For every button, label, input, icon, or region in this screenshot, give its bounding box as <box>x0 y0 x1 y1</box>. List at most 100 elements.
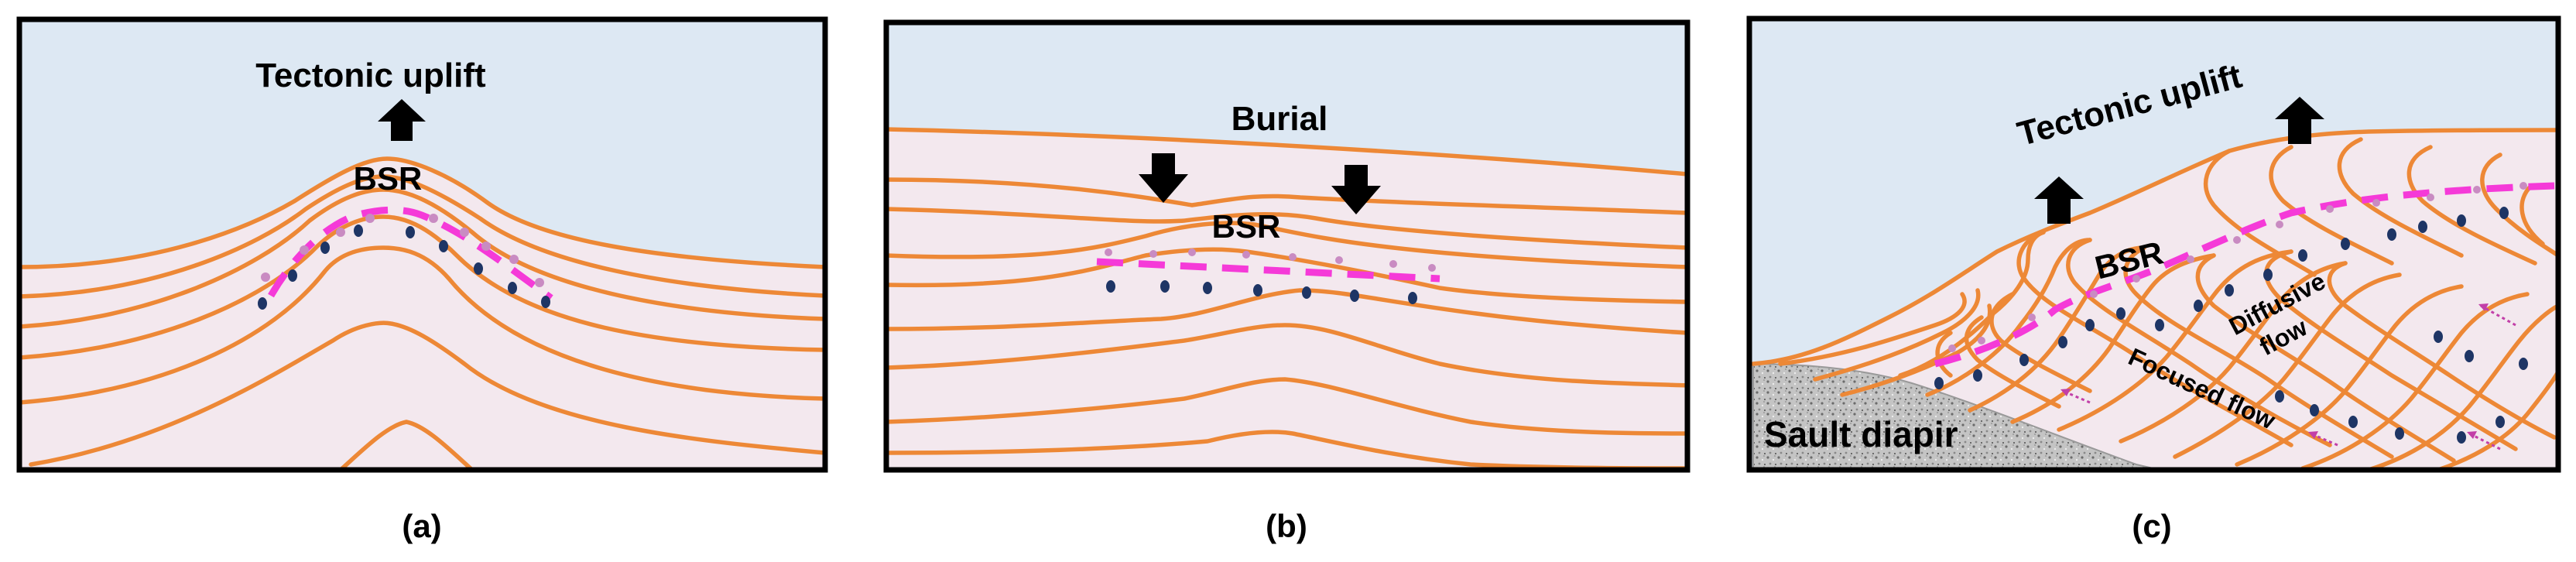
hydrate-dot-pink <box>261 272 270 282</box>
panel-a-title: Tectonic uplift <box>255 57 486 94</box>
hydrate-dot-pink <box>2326 205 2334 213</box>
panel-c-flow-arrows <box>2062 304 2516 470</box>
hydrate-dot-blue <box>2263 269 2273 281</box>
panel-c-frame <box>1746 15 2561 473</box>
panel-a-uplift-arrow <box>378 99 426 141</box>
panel-b-frame <box>883 19 1690 473</box>
hydrate-dot-blue <box>258 297 267 310</box>
panel-b-title: Burial <box>1231 100 1328 138</box>
hydrate-dot-pink <box>429 214 438 223</box>
hydrate-dot-blue <box>2496 416 2505 428</box>
hydrate-dot-pink <box>2372 199 2380 207</box>
hydrate-dot-blue <box>1106 280 1115 293</box>
panel-c: Tectonic uplift BSR Diffusive flow Focus… <box>1746 15 2561 544</box>
hydrate-dot-pink <box>1978 337 1985 344</box>
hydrate-dot-blue <box>2298 249 2307 262</box>
hydrate-dot-pink <box>1105 248 1112 256</box>
panel-a-bsr-label: BSR <box>354 160 423 197</box>
hydrate-dot-pink <box>336 228 345 237</box>
panel-a-caption: (a) <box>402 508 441 544</box>
hydrate-dot-blue <box>541 296 550 308</box>
panel-a: Tectonic uplift BSR (a) <box>16 16 828 544</box>
hydrate-dot-pink <box>460 228 469 237</box>
panel-a-layers <box>19 156 825 470</box>
hydrate-dot-blue <box>2194 300 2203 312</box>
hydrate-dot-pink <box>481 242 491 251</box>
panel-b-burial-arrow-right <box>1331 165 1381 214</box>
panel-c-flow-arrowheads <box>2060 303 2489 439</box>
hydrate-dot-blue <box>2019 354 2029 366</box>
hydrate-dot-blue <box>2348 416 2358 428</box>
panel-c-sediment <box>1753 130 2558 470</box>
hydrate-dot-pink <box>2028 314 2036 321</box>
hydrate-dot-pink <box>300 245 309 255</box>
hydrate-dot-blue <box>1408 292 1417 304</box>
hydrate-dot-blue <box>508 282 517 294</box>
panel-c-salt-label: Sault diapir <box>1764 414 1958 454</box>
hydrate-dot-blue <box>406 226 415 238</box>
hydrate-dot-pink <box>2233 236 2241 244</box>
hydrate-dot-pink <box>1428 264 1436 272</box>
hydrate-dot-blue <box>2275 390 2284 403</box>
hydrate-dot-pink <box>1188 248 1196 256</box>
hydrate-dot-pink <box>2090 290 2098 298</box>
panel-a-hydrate-dots <box>258 214 550 310</box>
panel-b-caption: (b) <box>1266 508 1307 544</box>
panel-a-frame <box>16 16 828 473</box>
hydrate-dot-pink <box>2519 182 2527 190</box>
hydrate-dot-blue <box>2457 431 2466 444</box>
hydrate-dot-blue <box>1934 377 1944 389</box>
hydrate-dot-pink <box>1389 260 1397 268</box>
hydrate-dot-blue <box>1203 282 1212 294</box>
hydrate-dot-pink <box>1242 251 1250 259</box>
hydrate-dot-blue <box>2457 214 2466 227</box>
hydrate-dot-pink <box>2187 255 2194 263</box>
hydrate-dot-blue <box>1973 369 1982 382</box>
panel-c-uplift-arrow-right <box>2275 97 2324 144</box>
panel-b-hydrate-dots <box>1105 248 1436 304</box>
panel-b-layers <box>886 127 1687 470</box>
hydrate-dot-blue <box>2434 331 2443 343</box>
hydrate-dot-blue <box>1350 290 1359 302</box>
hydrate-dot-blue <box>1160 280 1170 293</box>
panel-c-hydrate-dots <box>1934 182 2528 444</box>
hydrate-dot-pink <box>2427 194 2434 201</box>
hydrate-dot-blue <box>2499 207 2509 219</box>
hydrate-dot-blue <box>474 262 483 275</box>
hydrate-dot-pink <box>535 278 544 287</box>
hydrate-dot-pink <box>1335 256 1343 264</box>
hydrate-dot-blue <box>2519 358 2528 370</box>
hydrate-dot-blue <box>2418 221 2427 233</box>
hydrate-dot-blue <box>2395 427 2404 440</box>
panel-b-bsr-line <box>1096 258 1440 283</box>
hydrate-dot-blue <box>2058 336 2067 348</box>
hydrate-dot-pink <box>509 255 519 264</box>
hydrate-dot-pink <box>1948 344 1956 352</box>
panel-c-layers <box>1751 128 2558 470</box>
hydrate-dot-blue <box>2116 307 2126 320</box>
panel-b: Burial BSR (b) <box>883 19 1690 544</box>
hydrate-dot-blue <box>2310 404 2319 416</box>
panel-b-sediment <box>886 129 1687 470</box>
hydrate-dot-blue <box>288 269 297 282</box>
hydrate-dot-blue <box>354 224 363 237</box>
panel-b-bsr-label: BSR <box>1212 208 1281 245</box>
hydrate-dot-blue <box>439 240 448 252</box>
hydrate-dot-blue <box>2465 350 2474 362</box>
panel-a-bsr-line <box>268 206 553 301</box>
hydrate-dot-blue <box>2341 238 2350 250</box>
hydrate-dot-blue <box>1253 284 1262 296</box>
hydrate-dot-blue <box>320 242 330 254</box>
hydrate-dot-pink <box>365 214 375 223</box>
hydrate-dot-blue <box>2085 319 2095 331</box>
hydrate-dot-pink <box>1149 250 1157 258</box>
hydrate-dot-blue <box>2387 228 2396 241</box>
hydrate-dot-pink <box>2276 221 2283 228</box>
hydrate-dot-pink <box>1289 253 1297 261</box>
hydrate-dot-blue <box>1302 286 1311 299</box>
hydrate-dot-blue <box>2225 284 2234 296</box>
hydrate-dot-blue <box>2155 319 2164 331</box>
hydrate-dot-pink <box>2132 275 2140 283</box>
panel-c-uplift-arrow-left <box>2034 176 2084 224</box>
panel-c-caption: (c) <box>2132 508 2171 544</box>
